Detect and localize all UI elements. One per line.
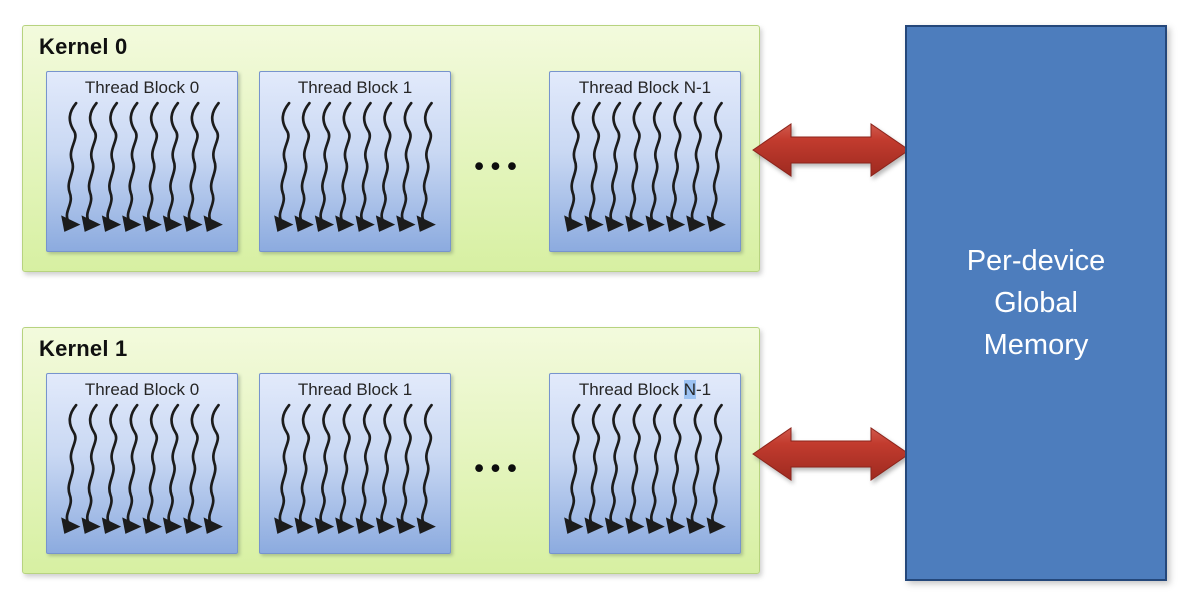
- ellipsis: •••: [474, 150, 524, 181]
- kernel-1-box: Kernel 1 Thread Block 0 Thread Block 1 •…: [22, 327, 760, 574]
- thread-arrows-icon: [562, 403, 728, 536]
- thread-arrows-icon: [272, 101, 438, 234]
- ellipsis: •••: [474, 452, 524, 483]
- global-memory-label: Global: [994, 286, 1078, 319]
- thread-block: Thread Block N-1: [549, 71, 741, 252]
- thread-arrows-icon: [59, 403, 225, 536]
- kernel-0-box: Kernel 0 Thread Block 0 Thread Block 1 •…: [22, 25, 760, 272]
- thread-block: Thread Block 0: [46, 71, 238, 252]
- thread-block-label: Thread Block 1: [297, 380, 413, 399]
- thread-block: Thread Block 1: [259, 373, 451, 554]
- thread-block: Thread Block N-1: [549, 373, 741, 554]
- thread-block-label: Thread Block 0: [84, 78, 200, 97]
- kernel-1-label: Kernel 1: [39, 336, 128, 361]
- thread-arrows-icon: [562, 101, 728, 234]
- global-memory-box: Per-device Global Memory: [905, 25, 1167, 581]
- kernel-0-label: Kernel 0: [39, 34, 128, 59]
- thread-block: Thread Block 0: [46, 373, 238, 554]
- thread-block-label: Thread Block N-1: [578, 78, 712, 97]
- global-memory-label: Memory: [983, 329, 1089, 362]
- thread-block: Thread Block 1: [259, 71, 451, 252]
- memory-transfer-arrow-icon: [752, 123, 910, 177]
- thread-block-label: Thread Block 0: [84, 380, 200, 399]
- thread-arrows-icon: [59, 101, 225, 234]
- thread-block-label: Thread Block 1: [297, 78, 413, 97]
- thread-block-label: Thread Block N-1: [578, 380, 712, 399]
- thread-arrows-icon: [272, 403, 438, 536]
- memory-transfer-arrow-icon: [752, 427, 910, 481]
- global-memory-label: Per-device: [966, 244, 1106, 277]
